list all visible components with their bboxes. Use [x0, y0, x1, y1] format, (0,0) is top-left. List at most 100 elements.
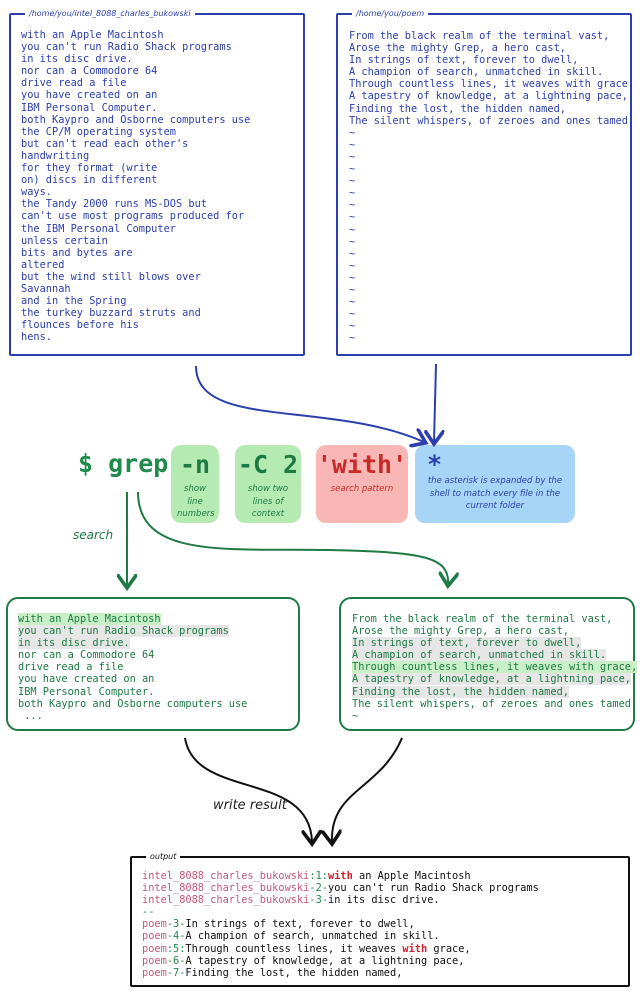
file-line: but can't read each other's: [21, 137, 189, 150]
output-divider: --: [142, 906, 155, 919]
result-line-text: The silent whispers, of zeroes and ones …: [352, 697, 638, 710]
file-line: ~: [349, 187, 356, 200]
file-line: and in the Spring: [21, 295, 127, 308]
output-line-number: 4: [173, 930, 180, 943]
output-separator: -: [179, 930, 186, 943]
result-line: Arose the mighty Grep, a hero cast,: [352, 625, 637, 637]
output-filename: poem: [142, 966, 167, 979]
output-filename: poem: [142, 954, 167, 967]
output-separator: -: [179, 954, 186, 967]
file-line: ~: [349, 320, 356, 333]
asterisk-text: *: [427, 450, 443, 479]
output-line: poem-4-A champion of search, unmatched i…: [142, 930, 539, 942]
file-line: both Kaypro and Osborne computers use: [21, 113, 251, 126]
result-line-text: In strings of text, forever to dwell,: [352, 637, 582, 650]
file-line: the IBM Personal Computer: [21, 222, 176, 235]
file-line: altered: [21, 258, 65, 271]
intel-bukowski-file-title: /home/you/intel_8088_charles_bukowski: [25, 8, 195, 20]
asterisk-chip: * the asterisk is expanded by the shell …: [415, 445, 575, 523]
output-separator: -: [309, 894, 316, 907]
grep-command-prompt: $ grep: [78, 449, 169, 478]
file-line: Finding the lost, the hidden named,: [349, 102, 566, 115]
output-filename: intel_8088_charles_bukowski: [142, 870, 310, 882]
result-line-text: you can't run Radio Shack programs: [18, 625, 229, 638]
output-separator: -: [166, 930, 174, 943]
result-line-text: From the black realm of the terminal vas…: [352, 613, 613, 625]
output-filename: poem: [142, 942, 167, 955]
file-line: nor can a Commodore 64: [21, 65, 158, 78]
output-line-number: 7: [173, 966, 180, 979]
output-separator: -: [179, 918, 186, 931]
output-box: output intel_8088_charles_bukowski:1:wit…: [130, 851, 630, 987]
output-text: an Apple Macintosh: [352, 870, 471, 882]
file-line: with an Apple Macintosh: [21, 29, 164, 41]
output-title: output: [146, 851, 181, 863]
output-filename: poem: [142, 930, 167, 943]
file-line: for they format (write: [21, 162, 158, 175]
output-text: Through countless lines, it weaves: [185, 942, 403, 955]
result-line: nor can a Commodore 64: [18, 649, 247, 661]
output-line-number: 5: [173, 942, 180, 955]
output-text: you can't run Radio Shack programs: [328, 882, 539, 895]
output-filename: poem: [142, 918, 167, 931]
output-separator: :: [309, 870, 316, 882]
poem-result-box: From the black realm of the terminal vas…: [339, 597, 638, 731]
output-line: intel_8088_charles_bukowski-3-in its dis…: [142, 894, 539, 906]
search-right-arrow: [137, 491, 448, 584]
file-line: you have created on an: [21, 89, 158, 102]
result-line: ...: [18, 710, 247, 722]
write-result-label: write result: [213, 798, 287, 813]
result-line-text: ~: [352, 709, 359, 722]
output-separator: -: [166, 954, 174, 967]
file-line: you can't run Radio Shack programs: [21, 41, 232, 54]
result-line: IBM Personal Computer.: [18, 686, 247, 698]
file-line: IBM Personal Computer.: [21, 101, 158, 114]
left-file-to-asterisk-arrow: [195, 365, 424, 442]
result-line-text: A tapestry of knowledge, at a lightning …: [352, 673, 631, 686]
file-line: The silent whispers, of zeroes and ones …: [349, 114, 635, 127]
poem-file-lines: From the black realm of the terminal vas…: [349, 30, 634, 344]
result-line: From the black realm of the terminal vas…: [352, 613, 637, 625]
pattern-chip: 'with' search pattern: [316, 445, 408, 523]
flag-c-text: -C 2: [237, 450, 299, 479]
result-line-text: with an Apple Macintosh: [18, 613, 161, 625]
flag-c-note: show two lines of context: [247, 484, 289, 519]
output-lines: intel_8088_charles_bukowski:1:with an Ap…: [142, 870, 539, 979]
result-line-text: Arose the mighty Grep, a hero cast,: [352, 625, 569, 638]
file-line: ~: [349, 259, 356, 272]
intel-bukowski-file-box: /home/you/intel_8088_charles_bukowski wi…: [9, 8, 305, 356]
output-line: poem-3-In strings of text, forever to dw…: [142, 918, 539, 930]
file-line: ~: [349, 163, 356, 176]
flag-c-chip: -C 2 show two lines of context: [235, 445, 301, 523]
output-separator: -: [321, 894, 328, 907]
output-separator: -: [309, 882, 316, 895]
output-match: with: [328, 870, 353, 882]
output-separator: -: [166, 966, 174, 979]
output-separator: :: [179, 942, 186, 955]
file-line: ~: [349, 138, 356, 151]
file-line: ~: [349, 211, 356, 224]
file-line: the turkey buzzard struts and: [21, 307, 201, 320]
result-line-text: drive read a file: [18, 661, 124, 674]
file-line: the CP/M operating system: [21, 125, 176, 138]
poem-file-title: /home/you/poem: [352, 8, 429, 20]
result-line-text: both Kaypro and Osborne computers use: [18, 697, 248, 710]
output-text: A champion of search, unmatched in skill…: [185, 930, 440, 943]
file-line: ~: [349, 308, 356, 321]
output-filename: intel_8088_charles_bukowski: [142, 894, 310, 907]
output-separator: -: [321, 882, 328, 895]
file-line: drive read a file: [21, 77, 127, 90]
output-text: A tapestry of knowledge, at a lightning …: [185, 954, 465, 967]
file-line: bits and bytes are: [21, 246, 133, 259]
result-line: The silent whispers, of zeroes and ones …: [352, 698, 637, 710]
right-file-to-asterisk-arrow: [434, 363, 436, 442]
output-line-number: 1: [315, 870, 322, 882]
file-line: flounces before his: [21, 319, 139, 332]
file-line: handwriting: [21, 149, 90, 162]
output-filename: intel_8088_charles_bukowski: [142, 882, 310, 895]
output-line-number: 3: [315, 894, 322, 907]
file-line: From the black realm of the terminal vas…: [349, 30, 610, 42]
